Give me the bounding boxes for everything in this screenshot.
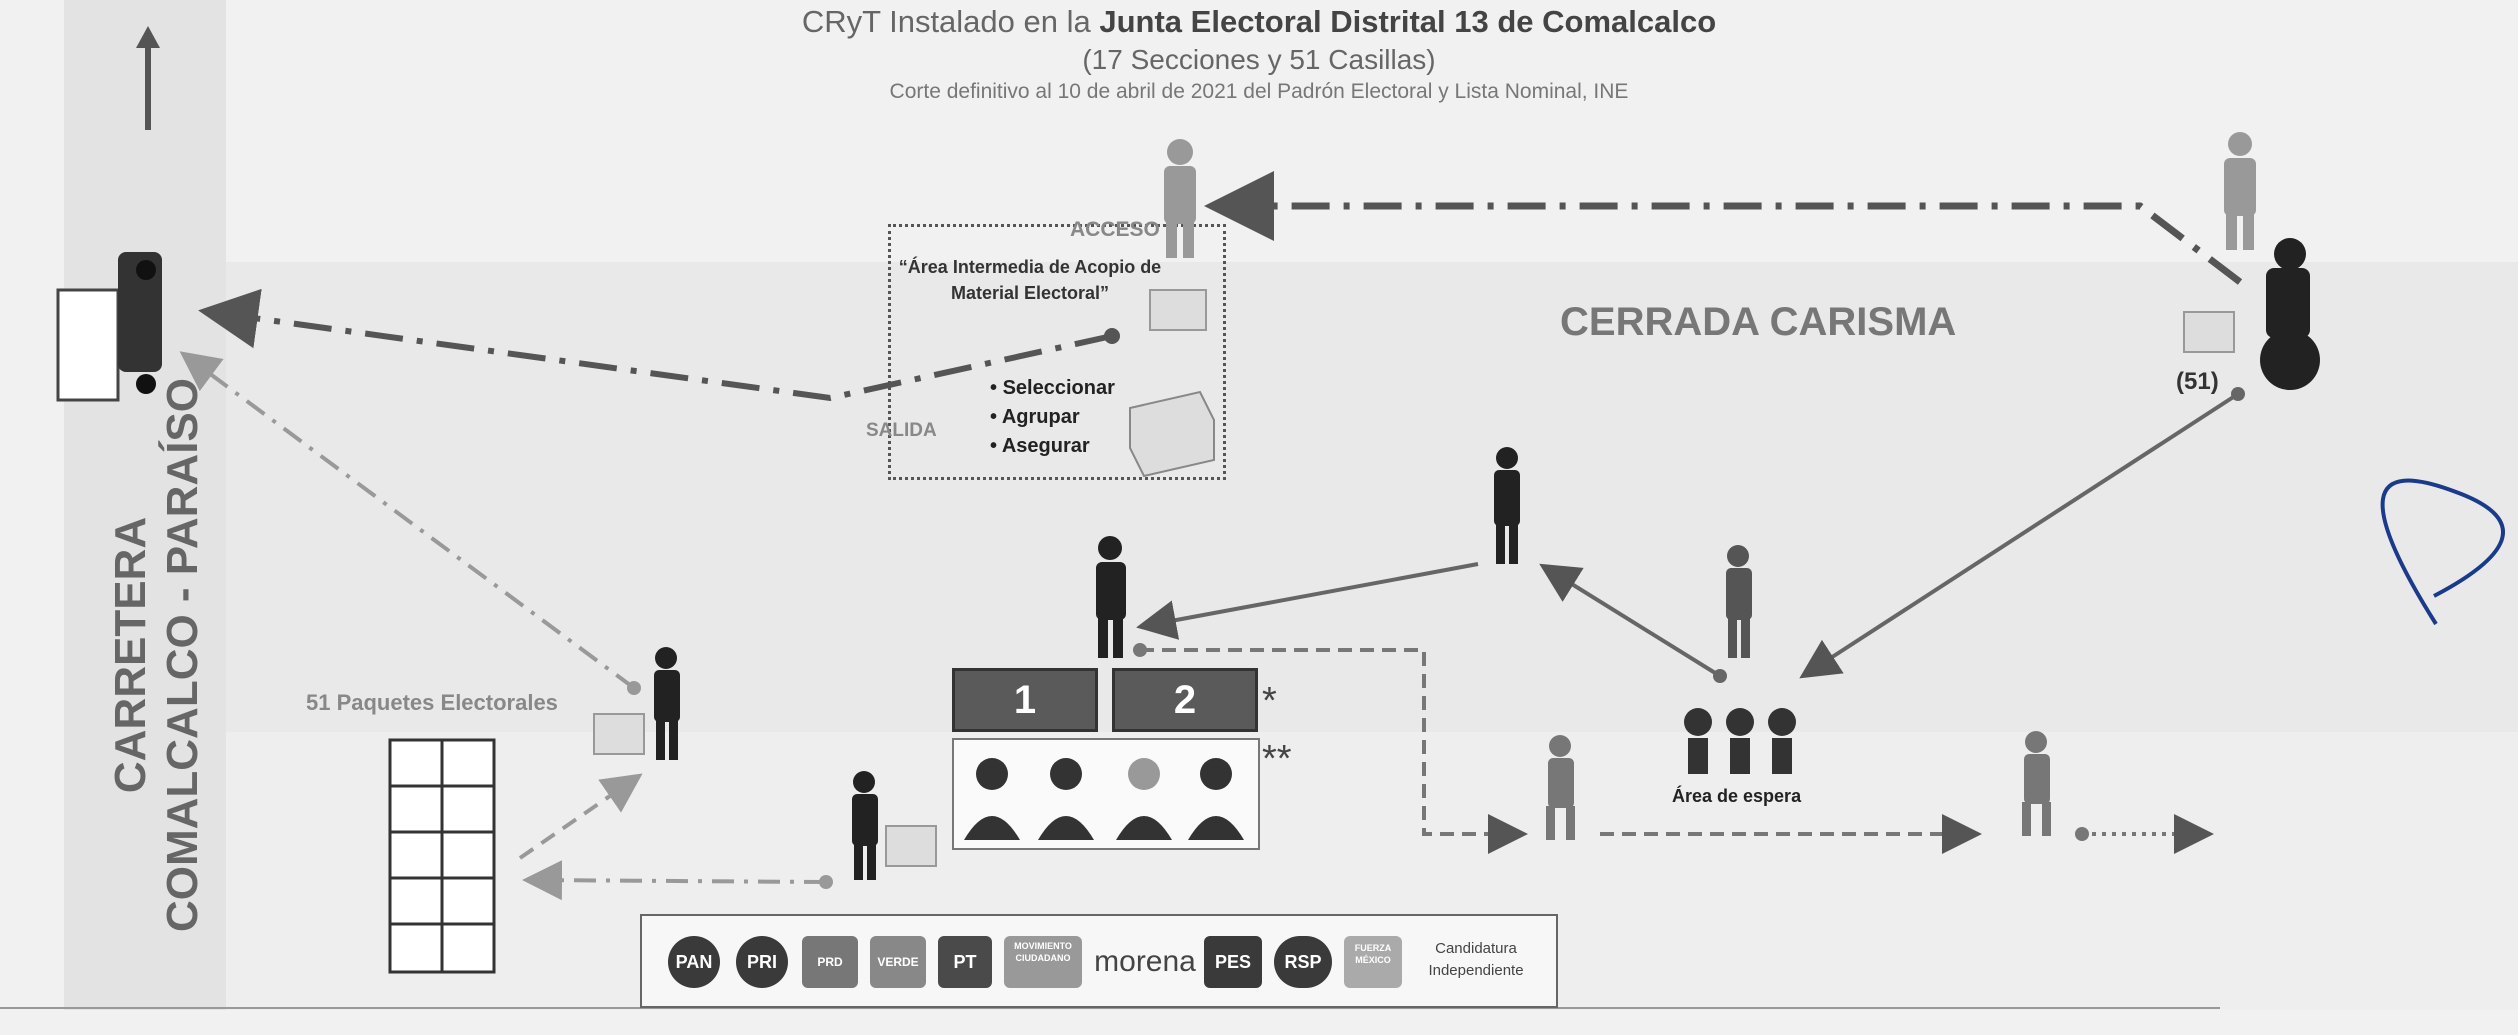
- party-logos-bar: PAN PRI PRD VERDE PT MOVIMIENTO CIUDADAN…: [640, 914, 1558, 1008]
- task-item: • Agrupar: [990, 406, 1080, 428]
- person-icon: [1494, 447, 1520, 564]
- party-pes: PES: [1204, 936, 1262, 988]
- exit-flow-arrow: [198, 288, 1113, 402]
- task-item: • Asegurar: [990, 435, 1090, 457]
- desk-2: 2: [1112, 668, 1258, 732]
- diagram-subtitle: (17 Secciones y 51 Casillas): [1082, 44, 1436, 75]
- ballot-box-icon: [1129, 390, 1215, 478]
- staff-note-mark: **: [1262, 738, 1292, 780]
- data-source: Corte definitivo al 10 de abril de 2021 …: [889, 80, 1629, 103]
- desk-1: 1: [952, 668, 1098, 732]
- independent-candidacy: Candidatura Independiente: [1428, 940, 1524, 979]
- shelf-to-staff-arrow: [518, 773, 643, 860]
- package-icon: [2183, 311, 2235, 353]
- access-label: ACCESO: [1070, 218, 1160, 241]
- arrival-flow-arrow: [1204, 171, 2243, 285]
- party-pan: PAN: [668, 936, 720, 988]
- exit-label: SALIDA: [866, 420, 937, 441]
- desk-exit-arrow: [1140, 648, 1528, 854]
- person-icon: [1546, 735, 1575, 840]
- party-movimiento-ciudadano: MOVIMIENTO CIUDADANO: [1004, 936, 1082, 988]
- package-icon: [593, 713, 645, 755]
- to-waiting-arrow: [1799, 392, 2240, 679]
- person-icon: [2022, 731, 2051, 836]
- courier-to-desk-arrow: [1136, 562, 1479, 640]
- waiting-chairs-icon: [1684, 708, 1796, 774]
- street-label: CERRADA CARISMA: [1560, 300, 1957, 344]
- packages-label: 51 Paquetes Electorales: [306, 690, 558, 715]
- storage-to-truck-arrow: [179, 351, 636, 690]
- flow-diagram: [0, 26, 2505, 1009]
- package-icon: [885, 825, 937, 867]
- person-icon: [1164, 139, 1196, 258]
- person-icon: [654, 647, 680, 760]
- truck-icon: [56, 252, 162, 402]
- person-icon: [1096, 536, 1126, 658]
- intermediate-area-box: [888, 224, 1226, 480]
- person-icon: [852, 771, 878, 880]
- shelf-icon: [388, 738, 496, 974]
- staff-icons: [964, 758, 1244, 840]
- package-count: (51): [2176, 368, 2219, 395]
- party-morena: morena: [1094, 945, 1196, 978]
- party-rsp: RSP: [1274, 936, 1332, 988]
- desk-note-mark: *: [1262, 680, 1277, 722]
- waiting-to-courier-arrow: [1539, 563, 1722, 678]
- north-arrow: [136, 26, 160, 130]
- pen-mark: [2380, 478, 2505, 626]
- party-pri: PRI: [736, 936, 788, 988]
- diagram-title: CRyT Instalado en la Junta Electoral Dis…: [801, 4, 1717, 39]
- person-icon: [2260, 238, 2320, 390]
- party-prd: PRD: [802, 936, 858, 988]
- staff-box: [952, 738, 1260, 850]
- street-area: [226, 262, 2518, 732]
- waiting-area-label: Área de espera: [1672, 786, 1802, 806]
- task-item: • Seleccionar: [990, 377, 1115, 399]
- desk-to-shelf-arrow: [522, 860, 827, 901]
- party-fuerza-mexico: FUERZA MÉXICO: [1344, 936, 1402, 988]
- task-list: • Seleccionar • Agrupar • Asegurar: [990, 374, 1115, 461]
- package-icon: [1149, 289, 1207, 331]
- person-icon: [2224, 132, 2256, 250]
- party-verde: VERDE: [870, 936, 926, 988]
- person-icon: [1726, 545, 1752, 658]
- highway-road: [64, 0, 226, 1010]
- party-pt: PT: [938, 936, 992, 988]
- intermediate-area-name: “Área Intermedia de Acopio de Material E…: [898, 257, 1162, 303]
